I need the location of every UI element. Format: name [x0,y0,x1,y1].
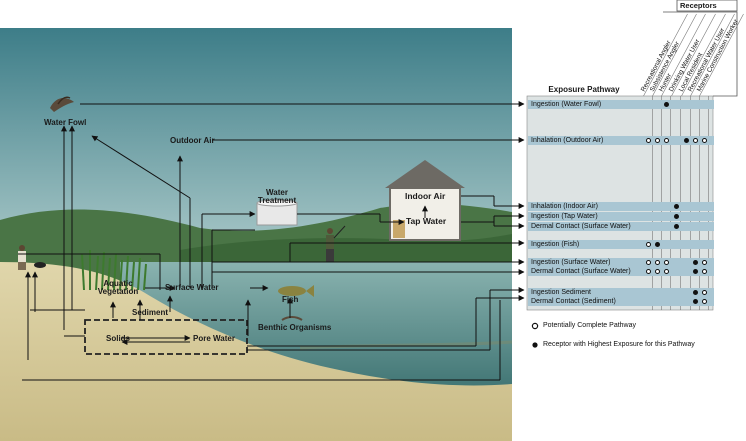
sediment-box [84,319,248,355]
potential-pathway-marker [663,138,669,143]
pathway-row: Inhalation (Outdoor Air) [528,136,714,145]
highest-exposure-marker [692,269,698,274]
highest-exposure-marker [683,138,689,143]
potential-pathway-marker [701,260,707,265]
water-treatment-tank [256,199,298,226]
pathway-row-label: Ingestion (Tap Water) [531,213,598,220]
highest-exposure-marker [673,214,679,219]
potential-pathway-marker [663,260,669,265]
label-aquatic-vegetation: Aquatic Vegetation [97,279,139,296]
person-with-dog [18,245,46,270]
potential-pathway-marker [663,269,669,274]
receptor-header-outline [663,11,738,97]
receptor-header-slant [661,13,706,97]
label-water-fowl: Water Fowl [44,118,87,127]
highest-exposure-marker [692,299,698,304]
legend-filled-label: Receptor with Highest Exposure for this … [543,341,695,348]
label-benthic-organisms: Benthic Organisms [258,323,332,332]
potential-pathway-marker [654,269,660,274]
receptors-title: Receptors [680,1,717,10]
receptor-header-slant [652,13,697,97]
pathway-row: Dermal Contact (Surface Water) [528,222,714,231]
label-indoor-air: Indoor Air [405,191,446,201]
receptor-header-slant [681,13,726,97]
pathway-row-label: Ingestion (Water Fowl) [531,101,602,108]
label-outdoor-air: Outdoor Air [170,136,215,145]
potential-pathway-marker [645,260,651,265]
receptor-header-slant [643,13,688,97]
potential-pathway-marker [654,260,660,265]
highest-exposure-marker [673,224,679,229]
receptor-header-slant [690,13,735,97]
pathway-row: Dermal Contact (Surface Water) [528,267,714,276]
highest-exposure-marker [673,204,679,209]
highest-exposure-marker [692,290,698,295]
label-surface-water: Surface Water [165,283,219,292]
pathway-row: Ingestion (Tap Water) [528,212,714,221]
pathway-row: Ingestion Sediment [528,288,714,297]
pathway-row-label: Ingestion (Fish) [531,241,580,248]
receptor-header-slant [699,13,744,97]
highest-exposure-marker [692,260,698,265]
sediment-bottom [299,340,513,350]
legend-open-marker [531,322,539,330]
pathway-row-label: Dermal Contact (Surface Water) [531,268,631,275]
receptors-header-box [676,0,738,12]
potential-pathway-marker [645,242,651,247]
potential-pathway-marker [645,138,651,143]
pathway-row-label: Inhalation (Indoor Air) [531,203,598,210]
benthic-organism-shape [281,316,303,321]
potential-pathway-marker [645,269,651,274]
potential-pathway-marker [701,290,707,295]
label-water-treatment: Water Treatment [257,188,297,205]
potential-pathway-marker [701,269,707,274]
label-pore-water: Pore Water [193,334,235,343]
pathway-row-label: Dermal Contact (Sediment) [531,298,616,305]
label-fish: Fish [282,295,299,304]
pathway-row-label: Inhalation (Outdoor Air) [531,137,604,144]
angler-figure [326,225,346,262]
highest-exposure-marker [654,242,660,247]
label-solids: Solids [106,334,131,343]
receptor-header-slant [671,13,716,97]
water-fowl-bird [50,96,74,112]
potential-pathway-marker [692,138,698,143]
pathway-row: Ingestion (Fish) [528,240,714,249]
fish-shape [278,285,314,297]
label-tap-water: Tap Water [406,216,447,226]
aquatic-vegetation-reeds [81,250,147,291]
potential-pathway-marker [701,299,707,304]
legend-filled-marker [532,342,538,348]
potential-pathway-marker [701,138,707,143]
pathway-row-label: Dermal Contact (Surface Water) [531,223,631,230]
legend-open-label: Potentially Complete Pathway [543,322,636,329]
highest-exposure-marker [663,102,669,107]
pathway-row-label: Ingestion Sediment [531,289,591,296]
pathway-row-label: Ingestion (Surface Water) [531,259,611,266]
exposure-pathway-title: Exposure Pathway [548,85,620,94]
shore [0,262,512,441]
pathway-row: Inhalation (Indoor Air) [528,202,714,211]
pathway-arrows [18,101,525,381]
pathway-row: Ingestion (Surface Water) [528,258,714,267]
label-sediment: Sediment [132,308,169,317]
pathway-row: Ingestion (Water Fowl) [528,100,714,109]
pathway-row: Dermal Contact (Sediment) [528,297,714,306]
potential-pathway-marker [654,138,660,143]
